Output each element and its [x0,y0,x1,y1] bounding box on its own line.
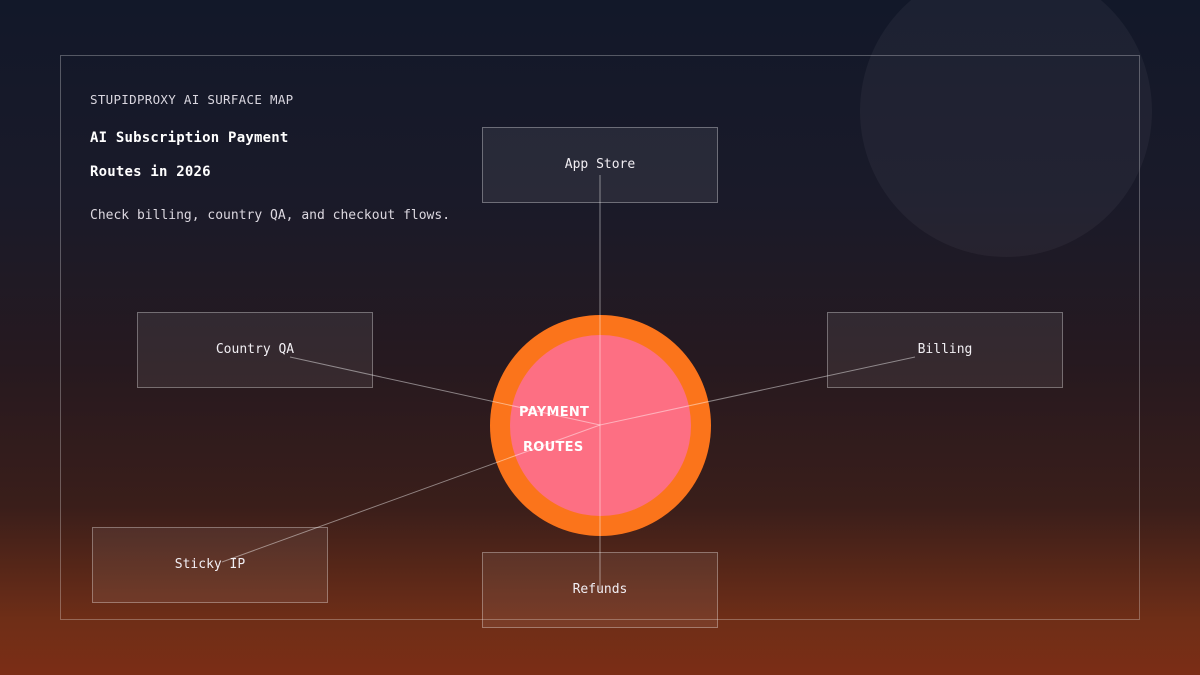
node-country-qa-label: Country QA [215,342,295,357]
hub-label-line-1: PAYMENT [519,405,590,420]
background-circle [860,0,1152,257]
node-sticky-ip[interactable]: Sticky IP [92,527,328,603]
payment-routes-hub[interactable] [490,315,711,536]
node-refunds-label: Refunds [572,582,628,597]
payment-routes-hub-inner [510,335,691,516]
node-sticky-ip-label: Sticky IP [174,557,246,572]
page-title-line-1: AI Subscription Payment [90,130,289,146]
node-billing[interactable]: Billing [827,312,1063,388]
node-app-store[interactable]: App Store [482,127,718,203]
node-billing-label: Billing [917,342,973,357]
hub-label-line-2: ROUTES [523,440,584,455]
brand-kicker: STUPIDPROXY AI SURFACE MAP [90,92,294,107]
link-billing [599,356,916,426]
link-sticky-ip [221,424,601,563]
node-refunds[interactable]: Refunds [482,552,718,628]
map-frame [60,55,1140,620]
page-subtitle: Check billing, country QA, and checkout … [90,208,451,223]
node-country-qa[interactable]: Country QA [137,312,373,388]
page-title-line-2: Routes in 2026 [90,164,211,180]
node-app-store-label: App Store [564,157,636,172]
link-country-qa [289,356,601,426]
